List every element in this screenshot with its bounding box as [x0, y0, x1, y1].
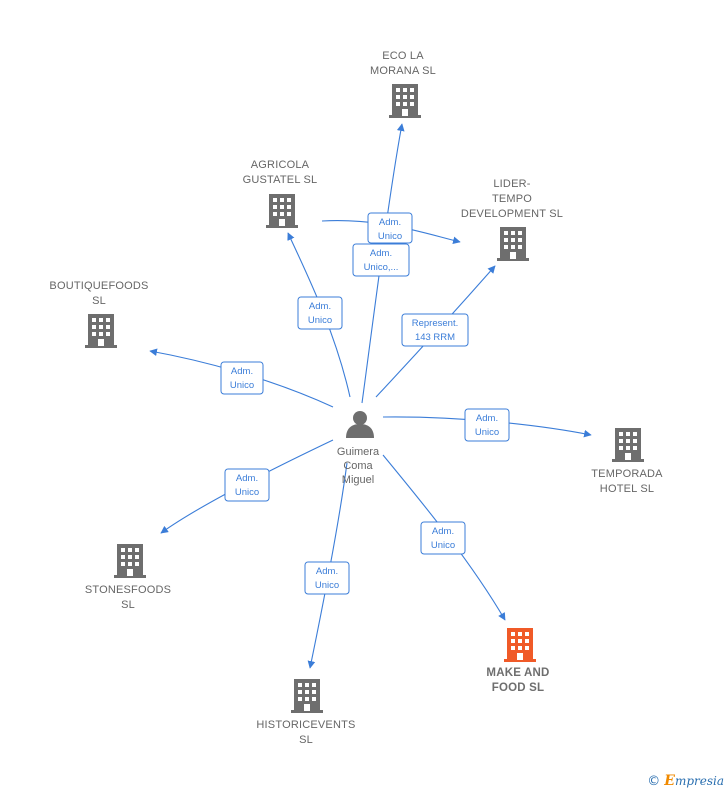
building-icon — [291, 679, 323, 713]
company-name-line: DEVELOPMENT SL — [461, 208, 563, 220]
edge-label-historic[interactable]: Adm. Unico — [304, 561, 350, 595]
edge-label-text: Adm. — [231, 366, 253, 377]
edge-label-text: Adm. — [432, 526, 454, 537]
company-node-eco[interactable]: ECO LA MORANA SL — [370, 50, 436, 118]
building-icon — [85, 314, 117, 348]
copyright-icon: © — [647, 773, 661, 789]
company-name-line: SL — [121, 599, 135, 611]
building-icon — [389, 84, 421, 118]
edge-label-text: Unico — [431, 540, 455, 551]
edge-label-text: Adm. — [379, 217, 401, 228]
edge-label-make[interactable]: Adm. Unico — [420, 521, 466, 555]
edge-label-text: Unico — [475, 427, 499, 438]
company-node-historic[interactable]: HISTORICEVENTS SL — [256, 679, 355, 746]
edge-label-text: 143 RRM — [415, 332, 455, 343]
building-icon — [114, 544, 146, 578]
company-name-line: HISTORICEVENTS — [256, 719, 355, 731]
edge-label-eco[interactable]: Adm. Unico,... — [352, 243, 410, 277]
company-name-line: HOTEL SL — [600, 483, 654, 495]
edge-label-text: Represent. — [412, 318, 458, 329]
brand-initial: E — [664, 773, 675, 789]
company-name-line: STONESFOODS — [85, 584, 171, 596]
company-name-line: LIDER- — [493, 178, 530, 190]
company-name-line: GUSTATEL SL — [243, 174, 318, 186]
person-name-line: Miguel — [342, 474, 374, 486]
company-name-line: TEMPO — [492, 193, 532, 205]
edge-label-stone[interactable]: Adm. Unico — [224, 468, 270, 502]
edge-label-text: Unico — [378, 231, 402, 242]
edge-label-text: Unico — [315, 580, 339, 591]
company-name-line: MAKE AND — [486, 667, 549, 679]
company-node-temporada[interactable]: TEMPORADA HOTEL SL — [591, 428, 663, 495]
person-icon — [346, 411, 374, 438]
edge-label-boutique[interactable]: Adm. Unico — [220, 361, 264, 395]
company-name-line: BOUTIQUEFOODS — [49, 280, 148, 292]
company-name-line: TEMPORADA — [591, 468, 663, 480]
company-node-make[interactable]: MAKE AND FOOD SL — [486, 628, 549, 694]
company-name-line: SL — [92, 295, 106, 307]
edge-label-text: Adm. — [370, 248, 392, 259]
building-icon — [504, 628, 536, 662]
building-icon — [497, 227, 529, 261]
edge-label-lider[interactable]: Represent. 143 RRM — [401, 313, 469, 347]
edge-label-text: Unico,... — [364, 262, 399, 273]
company-name-line: AGRICOLA — [251, 159, 310, 171]
edge-label-text: Adm. — [236, 473, 258, 484]
edge-label-text: Unico — [235, 487, 259, 498]
brand-name: mpresia — [674, 774, 724, 788]
edge-label-text: Adm. — [309, 301, 331, 312]
edge-label-agricola[interactable]: Adm. Unico — [297, 296, 343, 330]
company-name-line: SL — [299, 734, 313, 746]
edge-label-text: Adm. — [476, 413, 498, 424]
footer-brand: © Empresia — [647, 773, 724, 789]
edge-label-text: Adm. — [316, 566, 338, 577]
company-node-lider[interactable]: LIDER- TEMPO DEVELOPMENT SL — [461, 178, 563, 261]
person-name-line: Coma — [343, 460, 373, 472]
company-name-line: MORANA SL — [370, 65, 436, 77]
edge-label-text: Unico — [308, 315, 332, 326]
company-node-agricola[interactable]: AGRICOLA GUSTATEL SL — [243, 159, 318, 228]
edge-label-text: Unico — [230, 380, 254, 391]
company-name-line: ECO LA — [382, 50, 424, 62]
company-node-stone[interactable]: STONESFOODS SL — [85, 544, 171, 611]
company-node-boutique[interactable]: BOUTIQUEFOODS SL — [49, 280, 148, 348]
building-icon — [266, 194, 298, 228]
person-name-line: Guimera — [337, 446, 380, 458]
building-icon — [612, 428, 644, 462]
company-name-line: FOOD SL — [492, 682, 545, 694]
edge-label-temporada[interactable]: Adm. Unico — [464, 408, 510, 442]
edge-label-lider[interactable]: Adm. Unico — [367, 212, 413, 244]
